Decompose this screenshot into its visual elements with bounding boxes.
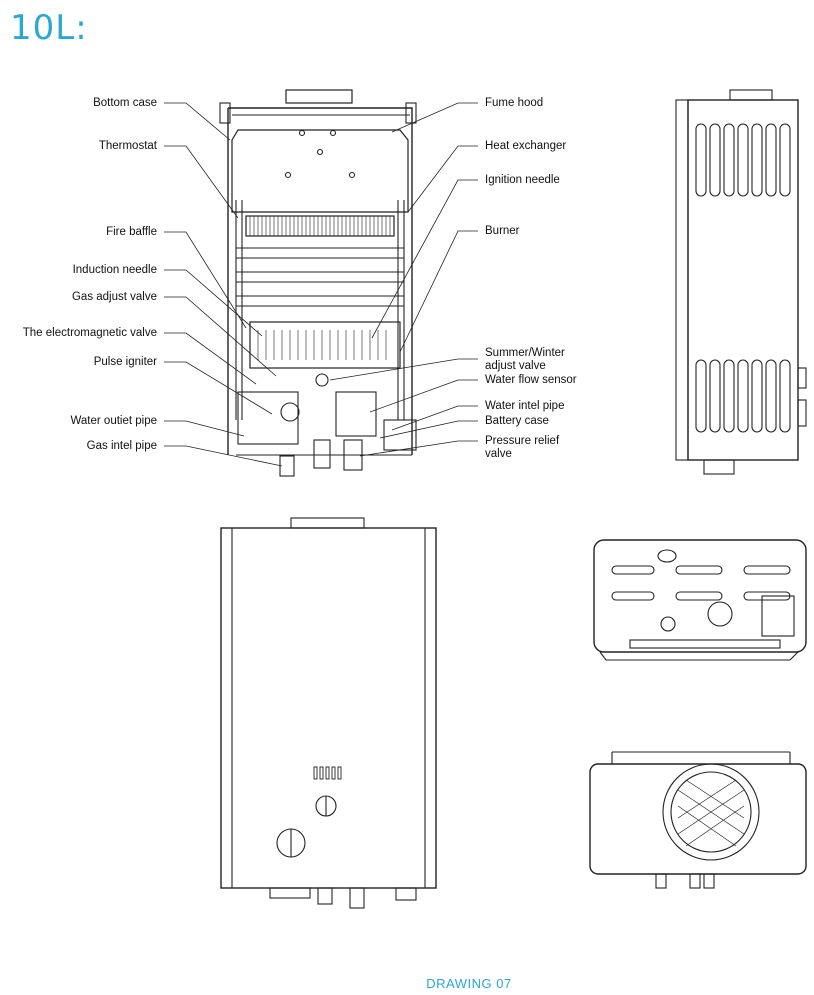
side-view: [675, 89, 807, 475]
leader-lines-right: [329, 102, 478, 457]
label-ignition-needle: Ignition needle: [485, 174, 560, 186]
label-heat-exchanger: Heat exchanger: [485, 140, 567, 152]
label-thermostat: Thermostat: [98, 140, 157, 152]
label-induction-needle: Induction needle: [72, 264, 157, 276]
label-burner: Burner: [485, 225, 520, 237]
label-gas-adjust-valve: Gas adjust valve: [71, 291, 157, 303]
label-pulse-igniter: Pulse igniter: [93, 356, 157, 368]
label-bottom-case: Bottom case: [93, 97, 157, 109]
label-battery-case: Battery case: [485, 415, 549, 427]
leader-lines-left: [164, 102, 283, 467]
page-title: 10L:: [10, 8, 88, 48]
label-fire-baffle: Fire baffle: [106, 226, 157, 238]
internal-view: [219, 89, 417, 477]
bottom-view: [593, 539, 807, 661]
label-pressure-relief: Pressure relief: [485, 435, 560, 447]
label-electromagnetic-valve: The electromagnetic valve: [22, 327, 157, 339]
label-fume-hood: Fume hood: [485, 97, 544, 109]
top-view: [589, 751, 807, 889]
label-gas-intel-pipe: Gas intel pipe: [86, 440, 157, 452]
label-pressure-relief-valve: valve: [485, 448, 512, 460]
front-view: [220, 517, 437, 909]
drawing-caption: DRAWING 07: [426, 976, 512, 991]
label-summer-winter: Summer/Winter: [485, 347, 565, 359]
label-adjust-valve: adjust valve: [485, 360, 546, 372]
label-water-outlet-pipe: Water outiet pipe: [70, 415, 157, 427]
label-water-flow-sensor: Water flow sensor: [485, 374, 577, 386]
label-water-intel-pipe: Water intel pipe: [485, 400, 565, 412]
